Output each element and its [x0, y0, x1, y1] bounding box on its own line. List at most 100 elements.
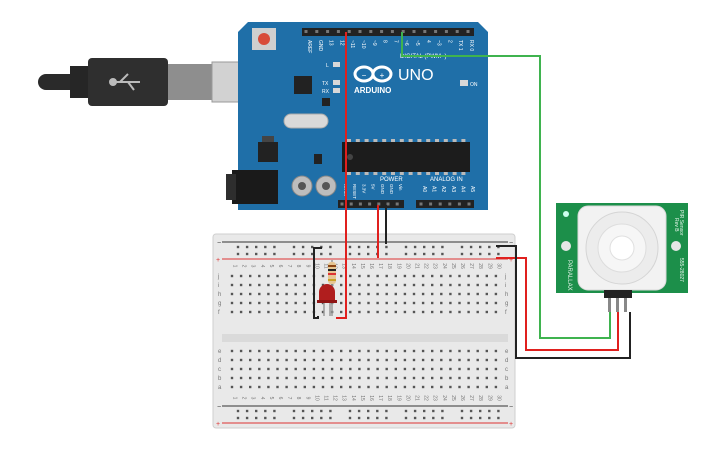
breadboard-hole[interactable] [303, 385, 306, 389]
breadboard-hole[interactable] [340, 358, 343, 362]
rail-hole[interactable] [264, 245, 267, 249]
breadboard-hole[interactable] [412, 283, 416, 287]
analog-pin[interactable] [467, 202, 471, 206]
rail-hole[interactable] [385, 252, 388, 256]
breadboard-hole[interactable] [239, 310, 243, 314]
rail-hole[interactable] [255, 416, 258, 420]
breadboard[interactable]: − + − + − + − + 123456789101112131415161… [212, 233, 516, 429]
breadboard-hole[interactable] [394, 301, 397, 305]
breadboard-hole[interactable] [431, 367, 434, 371]
breadboard-hole[interactable] [376, 274, 379, 278]
wire-green-pin2-to-pir-out[interactable] [401, 32, 611, 339]
breadboard-hole[interactable] [239, 274, 243, 278]
rail-hole[interactable] [348, 416, 352, 420]
breadboard-hole[interactable] [385, 385, 388, 389]
rail-hole[interactable] [367, 252, 370, 256]
breadboard-hole[interactable] [476, 301, 479, 305]
analog-pin[interactable] [448, 202, 452, 206]
breadboard-hole[interactable] [267, 310, 270, 314]
breadboard-hole[interactable] [412, 301, 416, 305]
rail-hole[interactable] [479, 409, 482, 413]
digital-pin[interactable] [455, 30, 459, 33]
rail-hole[interactable] [264, 409, 267, 413]
analog-pin[interactable] [457, 202, 461, 206]
breadboard-hole[interactable] [303, 274, 306, 278]
breadboard-hole[interactable] [440, 301, 443, 305]
rail-hole[interactable] [301, 409, 305, 413]
rail-hole[interactable] [497, 252, 500, 256]
breadboard-hole[interactable] [340, 283, 343, 287]
rail-hole[interactable] [423, 409, 426, 413]
breadboard-hole[interactable] [485, 301, 488, 305]
breadboard-hole[interactable] [403, 349, 407, 353]
rail-hole[interactable] [292, 416, 296, 420]
breadboard-hole[interactable] [258, 310, 261, 314]
rail-hole[interactable] [367, 245, 370, 249]
breadboard-hole[interactable] [494, 385, 498, 389]
breadboard-hole[interactable] [239, 283, 243, 287]
rail-hole[interactable] [460, 252, 464, 256]
breadboard-hole[interactable] [440, 292, 443, 296]
rail-hole[interactable] [273, 252, 276, 256]
breadboard-hole[interactable] [431, 274, 434, 278]
rail-hole[interactable] [357, 245, 361, 249]
breadboard-hole[interactable] [285, 367, 288, 371]
breadboard-hole[interactable] [367, 358, 370, 362]
breadboard-hole[interactable] [294, 349, 297, 353]
breadboard-hole[interactable] [312, 367, 316, 371]
rail-hole[interactable] [273, 409, 276, 413]
rail-hole[interactable] [301, 416, 305, 420]
breadboard-hole[interactable] [385, 376, 388, 380]
breadboard-hole[interactable] [458, 358, 461, 362]
breadboard-hole[interactable] [376, 367, 379, 371]
breadboard-hole[interactable] [276, 310, 279, 314]
breadboard-hole[interactable] [349, 292, 352, 296]
digital-pin[interactable] [347, 30, 351, 33]
breadboard-hole[interactable] [431, 349, 434, 353]
rail-hole[interactable] [357, 409, 361, 413]
breadboard-hole[interactable] [258, 292, 261, 296]
breadboard-hole[interactable] [431, 385, 434, 389]
breadboard-hole[interactable] [412, 310, 416, 314]
breadboard-hole[interactable] [449, 367, 452, 371]
breadboard-hole[interactable] [239, 367, 243, 371]
breadboard-hole[interactable] [330, 367, 334, 371]
breadboard-hole[interactable] [449, 310, 452, 314]
rail-hole[interactable] [264, 252, 267, 256]
wire-black-led-to-ground[interactable] [313, 247, 322, 319]
digital-pin[interactable] [326, 30, 330, 33]
breadboard-hole[interactable] [258, 385, 261, 389]
rail-hole[interactable] [329, 252, 332, 256]
breadboard-hole[interactable] [349, 376, 352, 380]
rail-hole[interactable] [236, 252, 240, 256]
breadboard-hole[interactable] [376, 349, 379, 353]
breadboard-hole[interactable] [285, 301, 288, 305]
breadboard-hole[interactable] [449, 274, 452, 278]
breadboard-hole[interactable] [485, 310, 488, 314]
breadboard-hole[interactable] [458, 385, 461, 389]
rail-hole[interactable] [255, 245, 258, 249]
breadboard-hole[interactable] [440, 274, 443, 278]
breadboard-hole[interactable] [467, 301, 470, 305]
digital-pin[interactable] [434, 30, 438, 33]
breadboard-hole[interactable] [294, 367, 297, 371]
breadboard-hole[interactable] [285, 283, 288, 287]
breadboard-hole[interactable] [421, 301, 425, 305]
digital-pin[interactable] [390, 30, 394, 33]
power-pin[interactable] [395, 202, 399, 206]
breadboard-hole[interactable] [494, 310, 498, 314]
breadboard-hole[interactable] [476, 283, 479, 287]
breadboard-hole[interactable] [476, 358, 479, 362]
breadboard-hole[interactable] [467, 367, 470, 371]
breadboard-hole[interactable] [312, 385, 316, 389]
breadboard-hole[interactable] [258, 301, 261, 305]
rail-hole[interactable] [413, 252, 417, 256]
rail-hole[interactable] [273, 245, 276, 249]
breadboard-hole[interactable] [440, 283, 443, 287]
breadboard-hole[interactable] [249, 301, 252, 305]
rail-hole[interactable] [469, 245, 473, 249]
breadboard-hole[interactable] [303, 358, 306, 362]
breadboard-hole[interactable] [321, 358, 325, 362]
breadboard-hole[interactable] [431, 292, 434, 296]
breadboard-hole[interactable] [403, 274, 407, 278]
